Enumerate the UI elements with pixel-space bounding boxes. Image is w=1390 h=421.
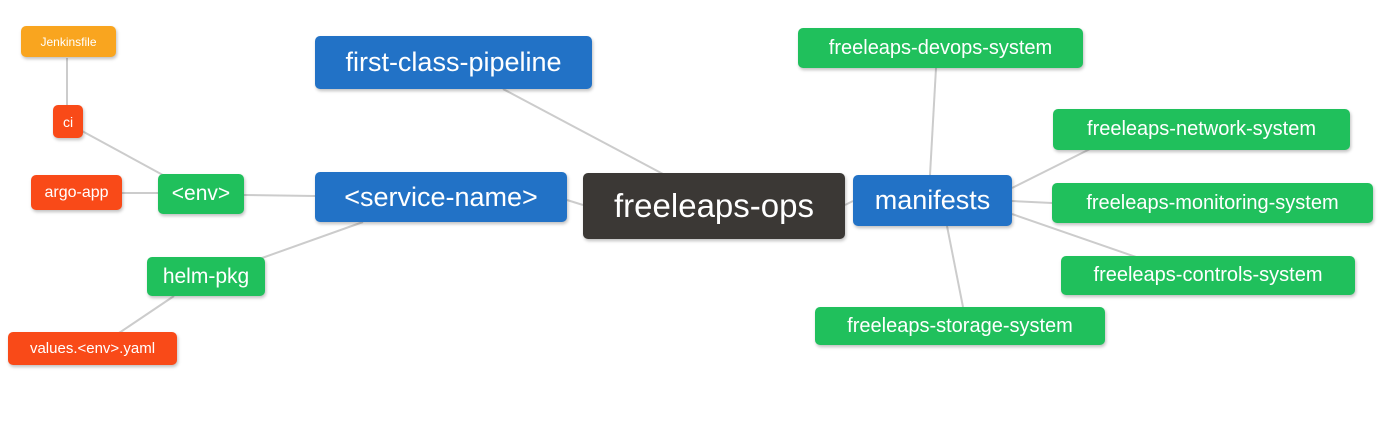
node-argo-app[interactable]: argo-app <box>31 175 122 210</box>
node-ci[interactable]: ci <box>53 105 83 138</box>
edge-manifests-monitoring <box>1011 200 1053 204</box>
node-values-env-yaml[interactable]: values.<env>.yaml <box>8 332 177 365</box>
edge-manifests-controls <box>1011 213 1137 258</box>
edge-manifests-devops <box>929 67 937 176</box>
edge-pipeline-root <box>502 88 664 175</box>
node-jenkinsfile[interactable]: Jenkinsfile <box>21 26 116 57</box>
node-storage-system[interactable]: freeleaps-storage-system <box>815 307 1105 345</box>
node-helm-pkg[interactable]: helm-pkg <box>147 257 265 296</box>
edge-service-name-root <box>566 199 584 206</box>
node-devops-system[interactable]: freeleaps-devops-system <box>798 28 1083 68</box>
edge-root-manifests <box>844 200 854 206</box>
node-env[interactable]: <env> <box>158 174 244 214</box>
edge-service-name-helm-pkg <box>261 221 364 259</box>
node-service-name[interactable]: <service-name> <box>315 172 567 222</box>
edge-ci-env <box>81 130 173 181</box>
node-monitoring-system[interactable]: freeleaps-monitoring-system <box>1052 183 1373 223</box>
node-freeleaps-ops[interactable]: freeleaps-ops <box>583 173 845 239</box>
node-network-system[interactable]: freeleaps-network-system <box>1053 109 1350 150</box>
node-manifests[interactable]: manifests <box>853 175 1012 226</box>
edge-manifests-network <box>1011 148 1091 189</box>
edge-manifests-storage <box>946 225 964 308</box>
node-controls-system[interactable]: freeleaps-controls-system <box>1061 256 1355 295</box>
edge-env-service-name <box>243 194 316 197</box>
node-first-class-pipeline[interactable]: first-class-pipeline <box>315 36 592 89</box>
edge-helm-pkg-values <box>118 295 175 334</box>
